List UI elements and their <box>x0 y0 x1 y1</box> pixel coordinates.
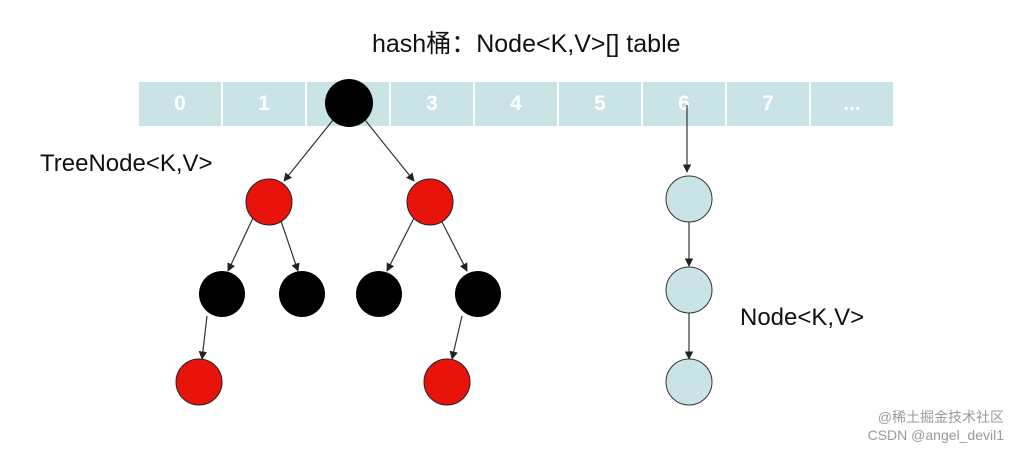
bucket-cell-1: 1 <box>223 82 305 126</box>
list-node-3 <box>665 358 713 406</box>
list-node-1 <box>665 175 713 223</box>
edge-left-to-leftleft <box>227 217 254 272</box>
watermark-line-2: CSDN @angel_devil1 <box>867 427 1004 443</box>
edge-leftleft-to-leaf <box>198 315 208 360</box>
tree-red-leaf-right <box>423 358 471 406</box>
edge-left-to-leftright <box>279 217 300 272</box>
tree-black-node-1 <box>199 271 245 317</box>
edge-root-to-left <box>283 119 334 182</box>
tree-black-node-4 <box>455 271 501 317</box>
tree-black-node-3 <box>356 271 402 317</box>
list-node-2 <box>665 266 713 314</box>
bucket-cell-7: 7 <box>727 82 809 126</box>
watermark: @稀土掘金技术社区 CSDN @angel_devil1 <box>868 407 1004 443</box>
treenode-label: TreeNode<K,V> <box>40 150 213 177</box>
tree-root-node <box>325 79 373 127</box>
node-label: Node<K,V> <box>740 304 865 331</box>
tree-red-leaf-left <box>175 358 223 406</box>
tree-red-node-right <box>406 178 454 226</box>
bucket-cell-3: 3 <box>391 82 473 126</box>
watermark-line-1: @稀土掘金技术社区 <box>877 409 1004 425</box>
edge-rightright-to-leaf <box>449 315 463 360</box>
bucket-cell-more: ... <box>811 82 893 126</box>
bucket-cell-5: 5 <box>559 82 641 126</box>
bucket-cell-0: 0 <box>139 82 221 126</box>
bucket-cell-6: 6 <box>643 82 725 126</box>
diagram-title: hash桶：Node<K,V>[] table <box>372 30 681 58</box>
edge-right-to-rightright <box>439 217 468 272</box>
tree-red-node-left <box>245 178 293 226</box>
edge-root-to-right <box>364 119 415 182</box>
edge-right-to-rightleft <box>386 217 415 272</box>
tree-black-node-2 <box>279 271 325 317</box>
bucket-cell-4: 4 <box>475 82 557 126</box>
